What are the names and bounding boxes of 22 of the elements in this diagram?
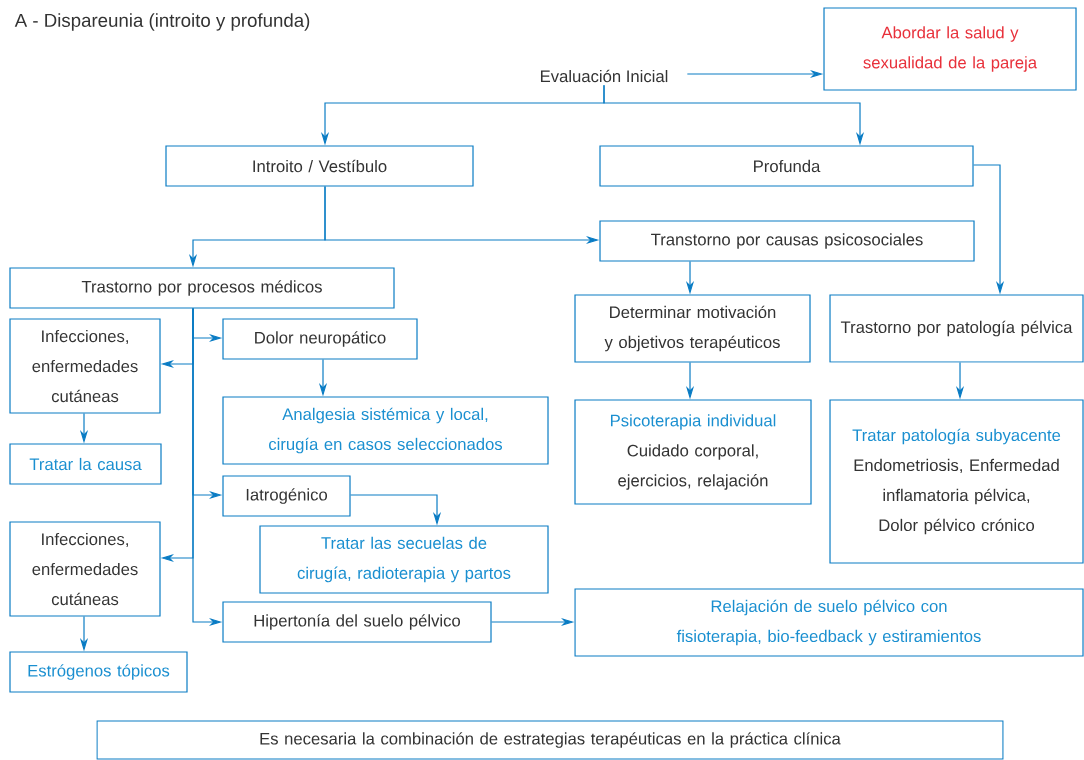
- process-box: Infecciones, enfermedades cutáneas: [9, 318, 161, 414]
- process-box: Analgesia sistémica y local, cirugía en casos seleccionados: [222, 396, 549, 465]
- process-box: Transtorno por causas psicosociales: [599, 220, 975, 262]
- process-box: Tratar patología subyacente Endometriosis, Enfermedad inflamatoria pélvica, Dolor pélvico crónico: [829, 399, 1084, 564]
- process-box: Iatrogénico: [222, 475, 351, 517]
- start-text: Evaluación Inicial: [541, 69, 668, 83]
- process-box: Trastorno por procesos médicos: [9, 267, 395, 309]
- process-box: Relajación de suelo pélvico con fisioterapia, bio-feedback y estiramientos: [574, 588, 1084, 657]
- note-box: Es necesaria la combinación de estrategias terapéuticas en la práctica clínica: [96, 720, 1004, 760]
- process-box: Psicoterapia individual Cuidado corporal, ejercicios, relajación: [574, 399, 812, 505]
- process-box: Hipertonía del suelo pélvico: [222, 601, 492, 643]
- process-box: Trastorno por patología pélvica: [829, 294, 1084, 363]
- title: A - Dispareunia (introito y profunda): [14, 13, 310, 31]
- process-box: Determinar motivación y objetivos terapéuticos: [574, 294, 811, 363]
- process-box: Profunda: [599, 145, 974, 187]
- process-box: Estrógenos tópicos: [9, 651, 188, 693]
- process-box: Tratar las secuelas de cirugía, radioterapia y partos: [259, 525, 549, 594]
- process-box: Abordar la salud y sexualidad de la pareja: [823, 7, 1077, 91]
- process-box: Tratar la causa: [9, 443, 162, 485]
- process-box: Dolor neuropático: [222, 318, 418, 360]
- process-box: Introito / Vestíbulo: [165, 145, 474, 187]
- process-box: Infecciones, enfermedades cutáneas: [9, 521, 161, 617]
